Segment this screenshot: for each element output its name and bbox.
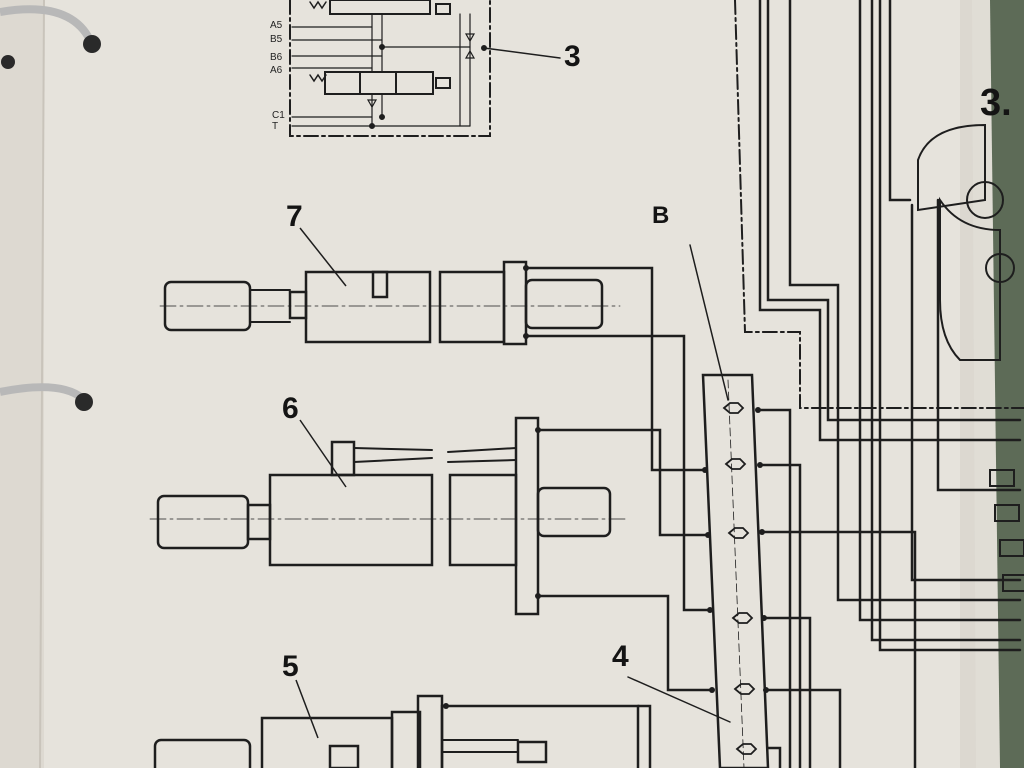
valve-port-label: B5 xyxy=(270,34,283,45)
right-lines xyxy=(756,0,1022,768)
page-tab-number: 3. xyxy=(980,82,1012,124)
cylinder-upper xyxy=(159,260,621,346)
valve-port-label: B6 xyxy=(270,52,283,63)
cylinder-middle xyxy=(149,416,626,616)
binder-ring-bottom xyxy=(0,383,85,402)
binder-ring-top xyxy=(0,5,94,42)
callout-manifold: 4 xyxy=(612,640,629,673)
valve-port-label: A5 xyxy=(270,20,283,31)
callout-cylinder-upper: 7 xyxy=(286,200,303,233)
manifold-block xyxy=(627,244,770,768)
cylinder-lower xyxy=(153,694,640,768)
hydraulic-lines xyxy=(524,266,714,768)
right-components xyxy=(917,123,1024,592)
valve-port-label: T xyxy=(272,121,279,132)
callout-valve-block: 3 xyxy=(564,40,581,73)
boundary-line xyxy=(734,0,1024,409)
callout-manifold-port: B xyxy=(652,202,670,229)
valve-block xyxy=(289,0,561,137)
callout-cylinder-middle: 6 xyxy=(282,392,299,425)
callout-cylinder-lower: 5 xyxy=(282,650,299,683)
valve-port-label: C1 xyxy=(272,110,285,121)
valve-port-label: A6 xyxy=(270,65,283,76)
